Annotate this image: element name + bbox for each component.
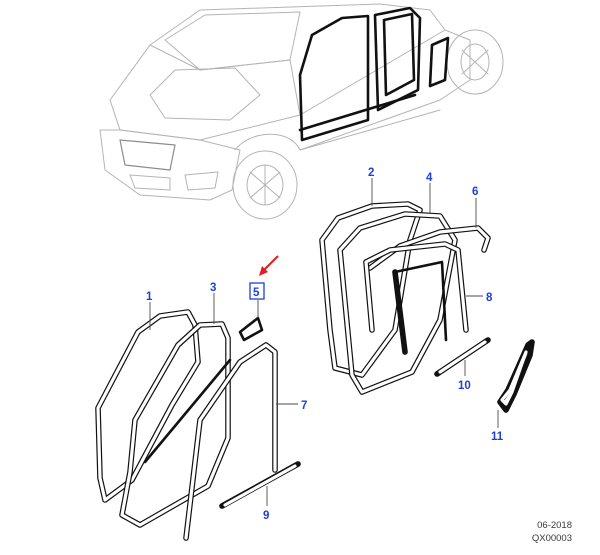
seal-3-inner [120, 322, 230, 527]
seal-11-outer [497, 339, 535, 413]
seal-7-lower [143, 358, 232, 464]
seal-1-inner [96, 310, 200, 502]
vehicle-overview [99, 3, 504, 220]
seal-8-inner [364, 242, 468, 332]
callout-6[interactable]: 6 [472, 186, 478, 198]
callout-labels: 1 3 2 4 6 5 7 8 9 10 11 [146, 167, 504, 522]
callout-2[interactable]: 2 [368, 167, 374, 179]
red-arrow-icon [259, 255, 279, 276]
callout-11[interactable]: 11 [491, 431, 504, 443]
seal-4-inner [338, 212, 457, 394]
callout-5[interactable]: 5 [253, 287, 260, 299]
callout-5-box [249, 282, 265, 300]
seal-10-inner [438, 340, 487, 374]
seal-5 [238, 316, 264, 342]
callout-4[interactable]: 4 [426, 172, 433, 184]
leader-lines [149, 178, 499, 506]
front-door-seals [95, 309, 301, 541]
seal-8-divider [393, 260, 448, 342]
diagram-code: QX00003 [531, 533, 572, 544]
callout-3[interactable]: 3 [210, 282, 216, 294]
diagram-date: 06-2018 [537, 520, 572, 531]
callout-10[interactable]: 10 [458, 380, 471, 392]
seal-11-inner [500, 350, 528, 406]
seal-7-inner [184, 343, 277, 540]
callout-1[interactable]: 1 [146, 291, 153, 303]
seal-9-inner [223, 464, 297, 507]
callout-7[interactable]: 7 [301, 400, 307, 412]
callout-8[interactable]: 8 [486, 292, 493, 304]
rear-door-seals [319, 201, 535, 413]
callout-9[interactable]: 9 [263, 510, 269, 522]
